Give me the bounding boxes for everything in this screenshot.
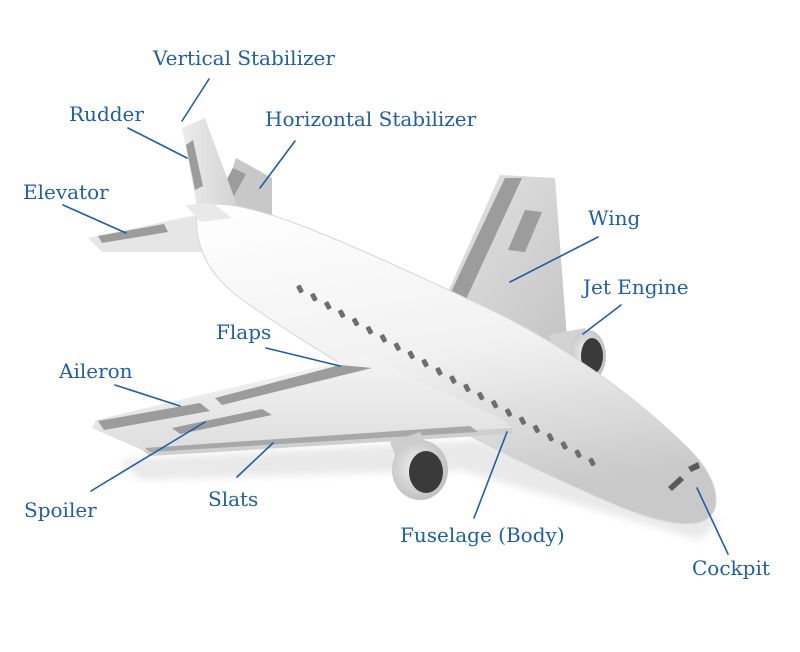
window <box>560 441 568 450</box>
window <box>407 350 415 360</box>
leader-flaps <box>265 347 341 367</box>
leader-jet-engine <box>582 304 622 335</box>
window <box>352 317 360 327</box>
leader-fuselage <box>473 431 508 519</box>
window <box>449 375 457 384</box>
window-row <box>296 284 596 467</box>
leader-vertical-stabilizer <box>181 78 210 122</box>
label-cockpit: Cockpit <box>692 556 770 580</box>
leader-spoiler <box>90 421 206 492</box>
window <box>588 457 596 467</box>
window <box>296 284 304 294</box>
label-flaps: Flaps <box>216 320 271 344</box>
window <box>435 367 443 376</box>
aileron-panel <box>98 403 210 430</box>
leader-horizontal-stabilizer <box>259 140 296 189</box>
fuselage <box>186 203 717 525</box>
window <box>574 449 582 458</box>
leader-rudder <box>127 127 188 159</box>
window <box>477 391 485 401</box>
label-jet-engine: Jet Engine <box>581 275 689 299</box>
label-vertical-stabilizer: Vertical Stabilizer <box>152 46 335 70</box>
airplane-shadow <box>120 440 720 540</box>
window <box>491 400 499 409</box>
leader-slats <box>236 442 274 478</box>
vertical-stabilizer <box>182 118 244 224</box>
window <box>365 326 374 335</box>
leader-aileron <box>114 384 181 407</box>
elevator-panel <box>98 224 168 243</box>
label-fuselage: Fuselage (Body) <box>400 523 565 547</box>
slats-panel <box>145 426 478 452</box>
window <box>393 342 401 351</box>
label-rudder: Rudder <box>69 102 144 126</box>
wing-far-panel <box>508 210 542 252</box>
window <box>310 293 318 302</box>
leader-cockpit <box>696 487 729 555</box>
flaps-panel <box>215 365 372 405</box>
window <box>379 334 387 343</box>
wing-far-panel <box>445 178 522 308</box>
window <box>324 301 332 310</box>
window <box>463 383 471 393</box>
label-slats: Slats <box>208 487 258 511</box>
labels: Vertical Stabilizer Rudder Horizontal St… <box>23 46 770 580</box>
rudder-panel <box>186 140 203 190</box>
jet-engine-near <box>390 432 448 500</box>
leader-elevator <box>62 204 127 234</box>
window <box>532 424 540 434</box>
label-aileron: Aileron <box>58 359 133 383</box>
window <box>505 408 513 417</box>
window <box>338 309 346 318</box>
label-spoiler: Spoiler <box>24 498 97 522</box>
window <box>518 416 527 425</box>
window <box>421 358 429 368</box>
label-elevator: Elevator <box>23 180 109 204</box>
label-horizontal-stabilizer: Horizontal Stabilizer <box>265 107 477 131</box>
cockpit-windows <box>668 462 700 491</box>
leader-lines <box>62 78 729 555</box>
label-wing: Wing <box>588 206 640 230</box>
window <box>546 433 554 442</box>
leader-wing <box>509 236 599 283</box>
